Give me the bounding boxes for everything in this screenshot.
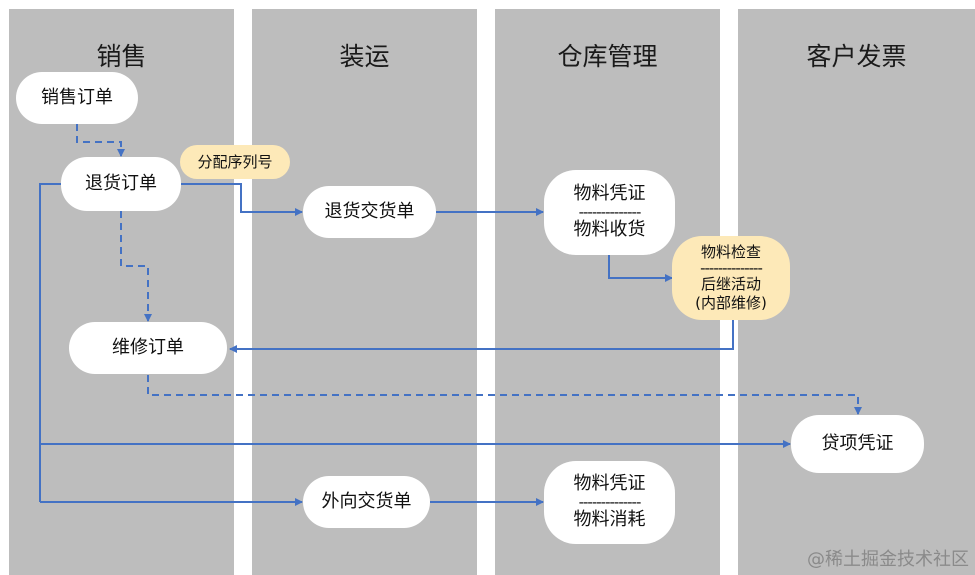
billing-doc-label: 贷项凭证 xyxy=(821,432,894,454)
internal-repair-label: (内部维修) xyxy=(695,294,767,313)
material-doc-bottom-label: 物料凭证 xyxy=(573,473,646,495)
material-consumption-label: 物料消耗 xyxy=(573,509,646,531)
lane-title-shipping: 装运 xyxy=(339,42,390,71)
return-delivery-node[interactable]: 退货交货单 xyxy=(303,186,436,238)
arrow-inspect-to-repair xyxy=(229,320,734,353)
separator-line: -------------- xyxy=(578,202,642,221)
assign-serial-tag: 分配序列号 xyxy=(180,145,290,179)
sales-order-label: 销售订单 xyxy=(41,86,113,108)
arrow-return-trunk xyxy=(39,183,61,502)
inspection-node[interactable]: 物料检查 -------------- 后继活动 (内部维修) xyxy=(672,236,790,320)
repair-order-node[interactable]: 维修订单 xyxy=(69,322,227,374)
material-doc-receipt-node[interactable]: 物料凭证 -------------- 物料收货 xyxy=(544,170,675,255)
lane-billing: 客户发票 xyxy=(738,9,975,575)
material-doc-top-label: 物料凭证 xyxy=(573,183,646,205)
arrow-doc-to-inspect xyxy=(608,255,673,282)
arrow-sales-to-return xyxy=(76,124,125,157)
sales-order-node[interactable]: 销售订单 xyxy=(16,72,138,124)
lane-title-sales: 销售 xyxy=(96,42,147,71)
outbound-delivery-node[interactable]: 外向交货单 xyxy=(303,476,430,528)
arrow-repair-to-billing xyxy=(147,375,862,415)
separator-line: -------------- xyxy=(700,258,763,277)
lane-title-warehouse: 仓库管理 xyxy=(557,42,658,71)
assign-serial-label: 分配序列号 xyxy=(197,152,273,171)
return-order-label: 退货订单 xyxy=(85,172,157,194)
arrow-return-to-repair xyxy=(120,211,152,322)
material-receipt-label: 物料收货 xyxy=(573,219,646,241)
arrow-return-to-delivery xyxy=(181,183,303,216)
separator-line: -------------- xyxy=(578,492,642,511)
inspection-label: 物料检查 xyxy=(700,243,761,262)
follow-up-label: 后继活动 xyxy=(700,275,761,294)
material-doc-consumption-node[interactable]: 物料凭证 -------------- 物料消耗 xyxy=(544,461,675,544)
billing-doc-node[interactable]: 贷项凭证 xyxy=(791,415,924,473)
return-order-node[interactable]: 退货订单 xyxy=(61,157,181,211)
repair-order-label: 维修订单 xyxy=(112,336,184,358)
return-delivery-label: 退货交货单 xyxy=(324,200,415,222)
lane-title-billing: 客户发票 xyxy=(806,42,907,71)
watermark-text: @稀土掘金技术社区 xyxy=(807,549,969,570)
outbound-delivery-label: 外向交货单 xyxy=(321,490,412,512)
